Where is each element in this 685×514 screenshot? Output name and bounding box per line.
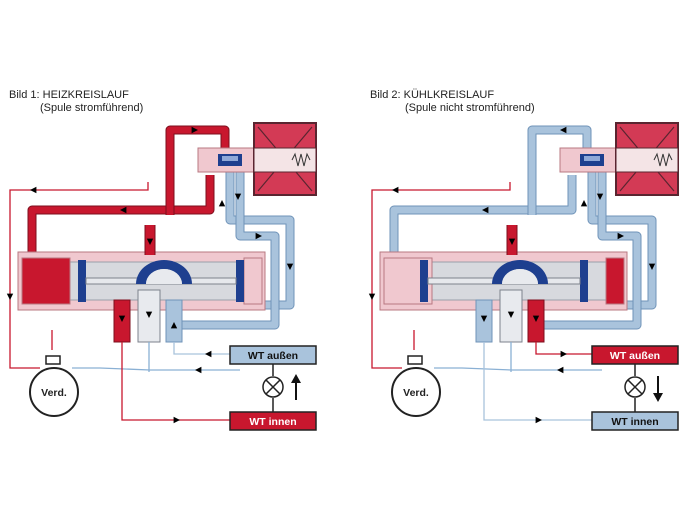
flow-arrow: [118, 315, 126, 322]
coil-core: [253, 147, 317, 173]
flow-arrow: [195, 366, 202, 374]
left-piston: [78, 260, 86, 302]
line-to-wt-innen: [483, 342, 594, 421]
flow-arrow: [191, 126, 198, 134]
right-piston: [580, 260, 588, 302]
flow-arrow: [557, 366, 564, 374]
diagram-1-subtitle: (Spule stromführend): [40, 102, 144, 114]
diagram-1: Verd. WT außen WT innen: [6, 122, 317, 431]
flow-arrow: [596, 193, 604, 200]
top-loop-tube: [528, 126, 591, 215]
flow-arrow: [6, 293, 14, 300]
flow-arrow: [234, 193, 242, 200]
flow-arrow: [30, 186, 37, 194]
compressor: [391, 367, 441, 417]
flow-arrow: [560, 126, 567, 134]
upper-left-tube: [390, 175, 576, 255]
flow-arrow: [120, 206, 127, 214]
flow-arrow: [648, 263, 656, 270]
line-to-wt-aussen: [173, 342, 232, 355]
spring-icon: [653, 152, 673, 167]
flow-arrow: [560, 350, 567, 358]
pilot-valve-housing: [197, 147, 261, 173]
diagram-2-title: Bild 2: KÜHLKREISLAUF: [370, 89, 495, 101]
upper-left-tube: [28, 175, 214, 255]
left-chamber: [21, 257, 71, 305]
flow-arrow: [218, 200, 226, 207]
flow-arrow: [532, 315, 540, 322]
compressor: [29, 367, 79, 417]
flow-arrow: [146, 238, 154, 245]
line-to-wt-aussen: [535, 342, 594, 355]
flow-arrow: [173, 416, 180, 424]
compressor-label: Verd.: [403, 387, 429, 399]
flow-arrow: [482, 206, 489, 214]
pilot-slider-detail: [222, 156, 238, 161]
flow-up-arrow-icon: [291, 374, 301, 383]
suction-line: [72, 367, 240, 371]
pilot-slider-detail: [584, 156, 600, 161]
flow-arrow: [286, 263, 294, 270]
flow-arrow: [170, 322, 178, 329]
diagram-2: Verd. WT außen WT innen: [368, 122, 679, 431]
flow-arrow: [508, 238, 516, 245]
flow-arrow: [205, 350, 212, 358]
flow-arrow: [255, 232, 262, 240]
coil-core: [615, 147, 679, 173]
discharge-line-left: [371, 182, 511, 369]
wt-innen-label: WT innen: [611, 416, 658, 428]
slide-valve: [136, 260, 192, 284]
spring-icon: [291, 152, 311, 167]
right-chamber: [243, 257, 263, 305]
diagram-2-subtitle: (Spule nicht stromführend): [405, 102, 535, 114]
flow-arrow: [368, 293, 376, 300]
flow-arrow: [535, 416, 542, 424]
left-piston: [420, 260, 428, 302]
right-inner-tube: [532, 172, 641, 329]
discharge-line-left: [9, 182, 149, 369]
slide-valve: [492, 260, 548, 284]
flow-arrow: [580, 200, 588, 207]
compressor-neck: [407, 355, 423, 365]
line-to-wt-innen: [121, 342, 232, 421]
flow-arrow: [392, 186, 399, 194]
right-chamber: [605, 257, 625, 305]
flow-arrow: [145, 311, 153, 318]
wt-aussen-label: WT außen: [610, 350, 660, 362]
compressor-neck: [45, 355, 61, 365]
compressor-label: Verd.: [41, 387, 67, 399]
diagram-1-title: Bild 1: HEIZKREISLAUF: [9, 89, 129, 101]
right-piston: [236, 260, 244, 302]
flow-down-arrow-icon: [653, 393, 663, 402]
flow-arrow: [617, 232, 624, 240]
wt-innen-label: WT innen: [249, 416, 296, 428]
port-right: [165, 299, 183, 343]
wt-aussen-label: WT außen: [248, 350, 298, 362]
flow-arrow: [480, 315, 488, 322]
suction-line: [434, 367, 602, 371]
right-inner-tube: [170, 172, 279, 329]
flow-arrow: [507, 311, 515, 318]
